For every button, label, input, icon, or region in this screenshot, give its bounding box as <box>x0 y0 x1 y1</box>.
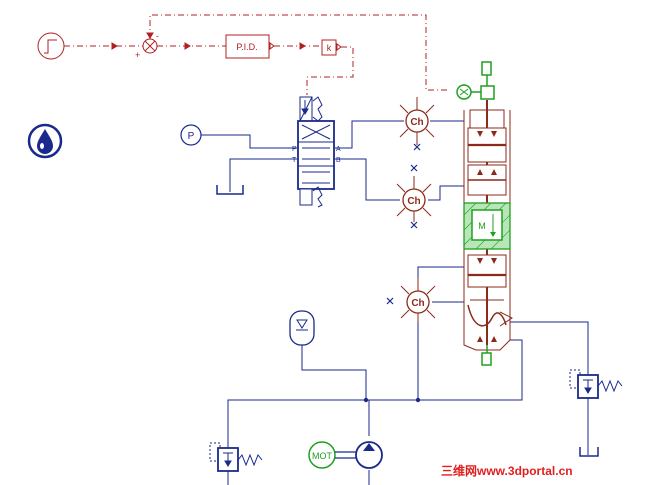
relief-valve-left[interactable] <box>209 442 263 472</box>
valve-port-t: T <box>292 157 297 164</box>
hydraulic-chamber-1[interactable] <box>399 97 435 151</box>
control-loop <box>37 14 447 95</box>
motor-label: MOT <box>312 451 332 461</box>
hydraulic-chamber-3[interactable] <box>386 278 436 322</box>
hydraulic-lines <box>201 120 589 485</box>
gain-block[interactable] <box>321 39 337 56</box>
tank-symbol-right <box>579 447 599 457</box>
command-signal-line <box>306 46 354 95</box>
fluid-properties-icon[interactable] <box>27 123 63 159</box>
relief-valve-right[interactable] <box>569 369 623 399</box>
electric-motor[interactable] <box>308 441 356 469</box>
pressure-source-label: P <box>188 131 195 142</box>
accumulator[interactable] <box>289 310 315 346</box>
chamber-3-label: Ch <box>411 298 424 309</box>
summing-junction[interactable] <box>142 38 158 54</box>
sum-minus-sign: - <box>156 31 159 41</box>
tank-symbol <box>216 185 244 195</box>
chamber-2-label: Ch <box>407 196 420 207</box>
mass-load-block[interactable]: M <box>463 202 511 250</box>
feedback-signal-line <box>149 14 447 91</box>
valve-port-p: P <box>292 146 297 153</box>
chamber-1-label: Ch <box>410 117 423 128</box>
signal-arrow <box>111 42 118 50</box>
junction-dots <box>363 397 421 403</box>
position-sensor[interactable] <box>456 61 495 100</box>
pid-label: P.I.D. <box>236 42 257 52</box>
valve-port-a: A <box>336 146 341 153</box>
watermark-text: 三维网www.3dportal.cn <box>441 464 573 478</box>
proportional-directional-valve[interactable] <box>297 96 335 208</box>
hydraulic-pump[interactable] <box>355 441 383 469</box>
sum-plus-sign: + <box>135 50 140 60</box>
end-stop-sensor <box>481 345 492 366</box>
linear-actuator-assembly[interactable] <box>463 100 513 351</box>
valve-port-b: B <box>336 157 341 164</box>
step-input-source[interactable] <box>37 32 65 60</box>
pid-block[interactable] <box>225 34 270 59</box>
gain-label: k <box>327 43 332 53</box>
mass-icon-letter: M <box>478 221 486 231</box>
hydraulic-chamber-2[interactable] <box>396 164 432 229</box>
